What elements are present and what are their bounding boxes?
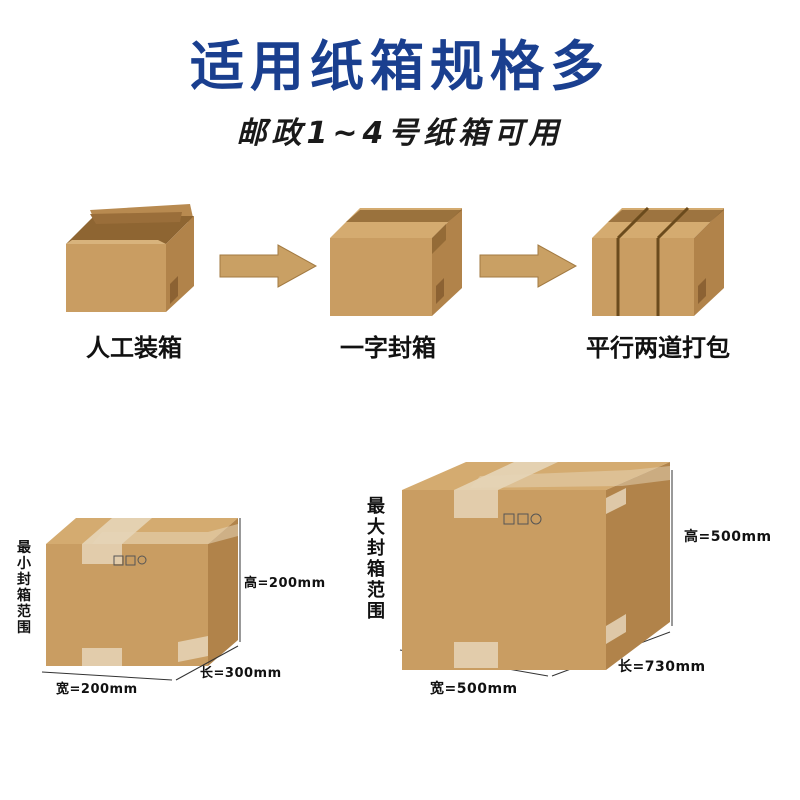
large-box-height-label: 高=500mm [684,529,772,545]
page-title: 适用纸箱规格多 [190,35,610,98]
open-box-icon [62,200,202,318]
arrow-icon [219,244,318,288]
page-subtitle: 邮政1~4号纸箱可用 [236,116,564,151]
large-box-image [400,462,672,674]
taped-box-icon [326,200,466,320]
large-box-length-label: 长=730mm [618,659,706,675]
step-label-parallel-strap: 平行两道打包 [586,334,730,362]
small-box-height-label: 高=200mm [244,576,326,591]
small-box-caption: 最小封箱范围 [17,540,31,636]
step-label-single-seal: 一字封箱 [340,334,436,362]
large-box-width-label: 宽=500mm [430,681,518,697]
small-box-length-label: 长=300mm [200,666,282,681]
arrow-icon [479,244,578,288]
small-box-width-label: 宽=200mm [56,682,138,697]
strapped-box-icon [588,200,728,320]
step-label-manual-packing: 人工装箱 [86,334,182,362]
large-box-caption: 最大封箱范围 [367,496,385,622]
small-box-image [42,510,242,670]
